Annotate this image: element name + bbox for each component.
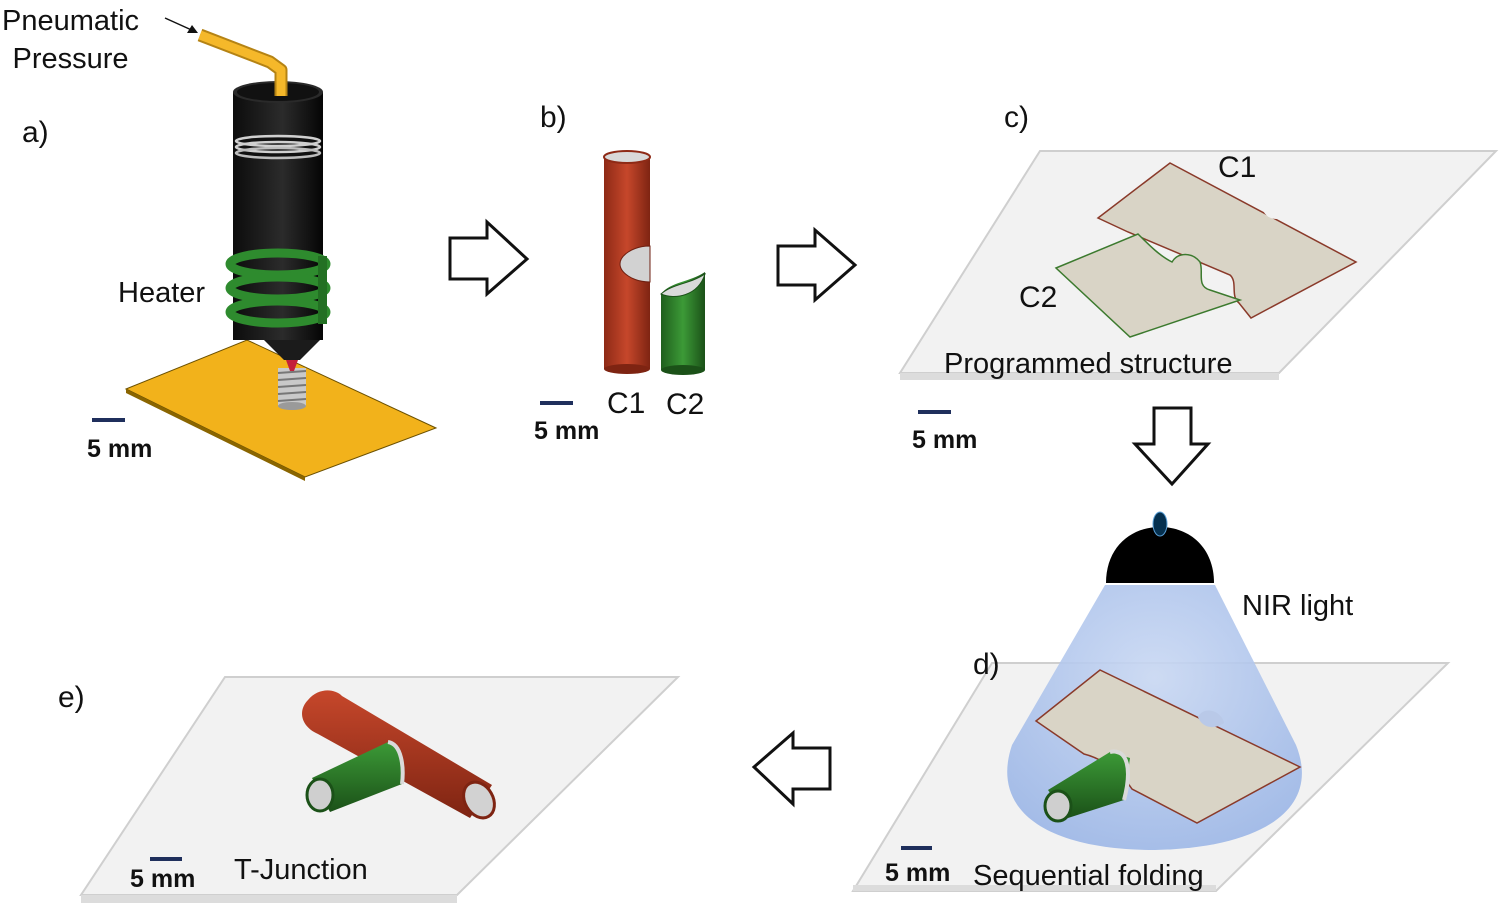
c2-label-b: C2 bbox=[666, 388, 705, 421]
arrow-left bbox=[751, 729, 832, 808]
panel-c-letter: c) bbox=[1004, 101, 1029, 134]
arrow-right-2 bbox=[776, 226, 858, 304]
scale-label-c: 5 mm bbox=[912, 426, 978, 454]
scale-label-d: 5 mm bbox=[885, 859, 951, 887]
panel-e-letter: e) bbox=[58, 681, 85, 714]
printed-spring bbox=[277, 368, 307, 410]
t-junction bbox=[79, 676, 681, 903]
t-junction-caption: T-Junction bbox=[234, 854, 368, 886]
heater-coils bbox=[225, 248, 331, 328]
nir-light-label: NIR light bbox=[1242, 590, 1354, 622]
c2-label-c: C2 bbox=[1019, 281, 1058, 314]
sequential-folding-caption: Sequential folding bbox=[973, 860, 1204, 892]
scale-bar-d bbox=[901, 846, 932, 850]
c1-label-b: C1 bbox=[607, 387, 646, 420]
printer-illustration bbox=[124, 17, 438, 481]
heater-label: Heater bbox=[118, 277, 206, 309]
scale-bar-b bbox=[540, 401, 573, 405]
c1-label-c: C1 bbox=[1218, 151, 1257, 184]
cylinders-c1-c2 bbox=[603, 150, 706, 375]
scale-label-a: 5 mm bbox=[87, 435, 153, 463]
scale-bar-e bbox=[150, 857, 182, 861]
scale-label-e: 5 mm bbox=[130, 865, 196, 893]
programmed-structure-caption: Programmed structure bbox=[944, 348, 1233, 380]
pneumatic-pressure-label: Pneumatic Pressure bbox=[2, 5, 140, 75]
scale-bar-c bbox=[918, 410, 951, 414]
scale-bar-a bbox=[92, 418, 125, 422]
panel-a-letter: a) bbox=[22, 116, 49, 149]
arrow-down bbox=[1131, 406, 1212, 487]
nir-lamp-and-folding bbox=[851, 511, 1451, 892]
programmed-structure bbox=[898, 150, 1499, 380]
panel-d-letter: d) bbox=[973, 648, 1000, 681]
scale-label-b: 5 mm bbox=[534, 417, 600, 445]
arrow-right-1 bbox=[448, 218, 530, 298]
panel-b-letter: b) bbox=[540, 101, 567, 134]
